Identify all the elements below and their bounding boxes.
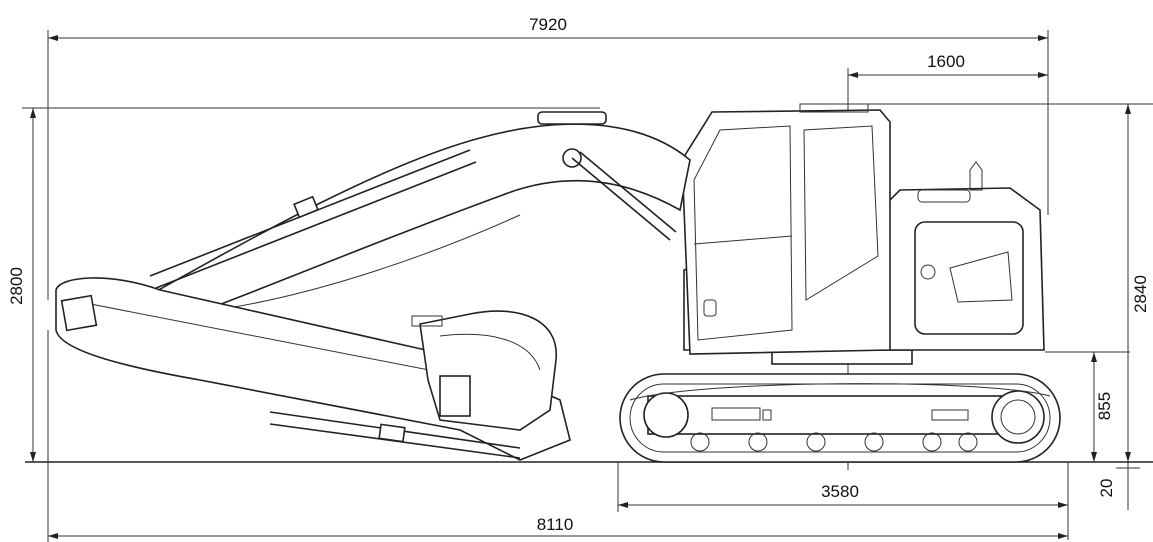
arm-cylinder [149, 149, 477, 289]
dim-overall-length-bottom: 8110 [537, 515, 574, 534]
dim-min-clearance: 20 [1097, 479, 1116, 498]
dim-rear-swing-radius: 1600 [927, 52, 965, 71]
operator-cab [681, 103, 891, 355]
dim-counterweight-clearance: 855 [1095, 392, 1114, 420]
dimension-labels: 7920 1600 2800 2840 855 20 3580 8110 [7, 15, 1150, 534]
dim-cab-height-right: 2840 [1131, 275, 1150, 313]
dim-overall-length-top: 7920 [529, 15, 567, 34]
bucket [411, 310, 557, 431]
excavator-drawing [55, 103, 1061, 463]
dim-overall-height-left: 2800 [7, 267, 26, 305]
dimension-lines [22, 30, 1153, 542]
crawler-track [619, 373, 1061, 463]
dim-track-length: 3580 [821, 482, 859, 501]
boom [137, 111, 691, 313]
bucket-cylinder [269, 411, 521, 459]
